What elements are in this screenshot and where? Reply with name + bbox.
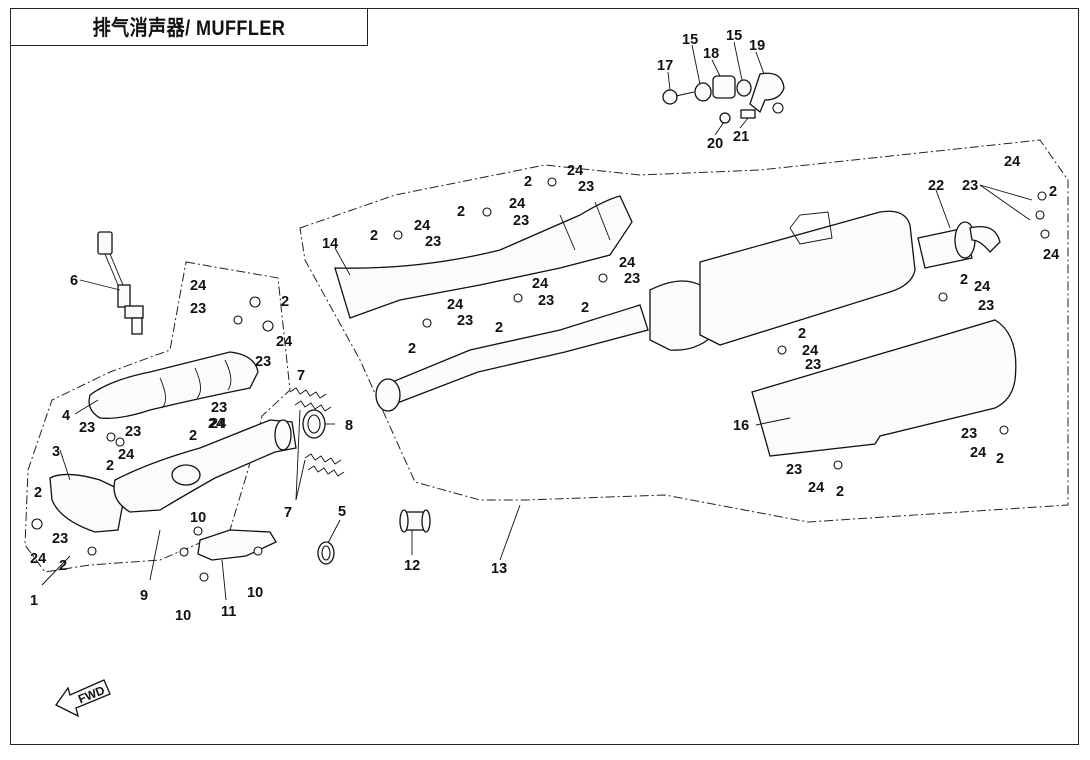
hanger-hardware <box>662 72 785 124</box>
callout-2: 2 <box>457 204 465 220</box>
callout-24: 24 <box>619 255 635 271</box>
fwd-label: FWD <box>76 683 107 706</box>
callout-2: 2 <box>34 485 42 501</box>
callout-2: 2 <box>798 326 806 342</box>
callout-23: 23 <box>805 357 821 373</box>
callout-23: 23 <box>190 301 206 317</box>
exhaust-springs <box>289 387 345 477</box>
callout-16: 16 <box>733 418 749 434</box>
callout-24: 24 <box>1004 154 1020 170</box>
callout-11: 11 <box>221 604 236 620</box>
callout-18: 18 <box>703 46 719 62</box>
muffler-heat-shield <box>751 319 1017 457</box>
callout-23: 23 <box>786 462 802 478</box>
callout-2: 2 <box>281 294 289 310</box>
callout-23: 23 <box>79 420 95 436</box>
callout-2: 2 <box>836 484 844 500</box>
callout-2: 2 <box>370 228 378 244</box>
callout-23: 23 <box>624 271 640 287</box>
mid-pipe <box>384 304 649 406</box>
callout-12: 12 <box>404 558 420 574</box>
callout-labels: 1 2 2 2 2 2 2 2 2 2 2 2 2 2 2 2 2 3 4 5 … <box>30 28 1059 624</box>
callout-23: 23 <box>52 531 68 547</box>
callout-9: 9 <box>140 588 148 604</box>
rubber-grommet <box>399 509 431 533</box>
fastener-dots <box>31 177 1050 582</box>
leader-lines <box>41 41 1033 601</box>
callout-7: 7 <box>284 505 292 521</box>
callout-23: 23 <box>538 293 554 309</box>
callout-24: 24 <box>447 297 463 313</box>
callout-23: 23 <box>425 234 441 250</box>
drawing-frame <box>10 8 1079 745</box>
forward-direction-arrow: FWD <box>55 679 111 718</box>
muffler-body <box>699 210 916 346</box>
callout-24: 24 <box>414 218 430 234</box>
callout-15: 15 <box>682 32 698 48</box>
callout-3: 3 <box>52 444 60 460</box>
callout-15: 15 <box>726 28 742 44</box>
callout-24: 24 <box>974 279 990 295</box>
callout-24: 24 <box>970 445 986 461</box>
callout-23: 23 <box>457 313 473 329</box>
callout-2: 2 <box>106 458 114 474</box>
callout-24: 24 <box>30 551 46 567</box>
callout-23: 23 <box>978 298 994 314</box>
callout-2: 2 <box>524 174 532 190</box>
callout-10: 10 <box>247 585 263 601</box>
callout-23: 23 <box>578 179 594 195</box>
callout-23: 23 <box>962 178 978 194</box>
callout-6: 6 <box>70 273 78 289</box>
callout-13: 13 <box>491 561 507 577</box>
callout-1: 1 <box>30 593 38 609</box>
callout-24: 24 <box>208 416 224 432</box>
callout-2: 2 <box>59 558 67 574</box>
callout-21: 21 <box>733 129 749 145</box>
callout-23: 23 <box>255 354 271 370</box>
callout-17: 17 <box>657 58 673 74</box>
callout-23: 23 <box>211 400 227 416</box>
callout-23: 23 <box>125 424 141 440</box>
callout-24: 24 <box>532 276 548 292</box>
callout-24: 24 <box>190 278 206 294</box>
callout-24: 24 <box>802 343 818 359</box>
callout-24: 24 <box>1043 247 1059 263</box>
callout-2: 2 <box>1049 184 1057 200</box>
callout-2: 2 <box>408 341 416 357</box>
callout-24: 24 <box>509 196 525 212</box>
callout-4: 4 <box>62 408 70 424</box>
oxygen-sensor <box>97 231 144 335</box>
upper-heat-shield <box>88 351 259 419</box>
callout-14: 14 <box>322 236 338 252</box>
pipe-heat-shield <box>334 195 633 319</box>
callout-24: 24 <box>276 334 292 350</box>
callout-10: 10 <box>175 608 191 624</box>
mounting-bracket <box>197 529 277 561</box>
callout-23: 23 <box>961 426 977 442</box>
callout-2: 2 <box>581 300 589 316</box>
callout-10: 10 <box>190 510 206 526</box>
callout-23: 23 <box>513 213 529 229</box>
callout-5: 5 <box>338 504 346 520</box>
page-title: 排气消声器/ MUFFLER <box>92 17 286 40</box>
exhaust-header-pipe <box>113 419 297 513</box>
callout-2: 2 <box>960 272 968 288</box>
callout-7: 7 <box>297 368 305 384</box>
callout-24: 24 <box>808 480 824 496</box>
callout-2: 2 <box>495 320 503 336</box>
callout-2: 2 <box>189 428 197 444</box>
lower-heat-shield <box>49 473 126 533</box>
callout-24: 24 <box>567 163 583 179</box>
title-box: 排气消声器/ MUFFLER <box>10 8 368 46</box>
callout-24: 24 <box>118 447 134 463</box>
callout-2: 2 <box>996 451 1004 467</box>
callout-24: 24 <box>210 416 226 432</box>
callout-22: 22 <box>928 178 944 194</box>
callout-8: 8 <box>345 418 353 434</box>
group-outline-muffler <box>299 139 1069 523</box>
callout-19: 19 <box>749 38 765 54</box>
callout-20: 20 <box>707 136 723 152</box>
